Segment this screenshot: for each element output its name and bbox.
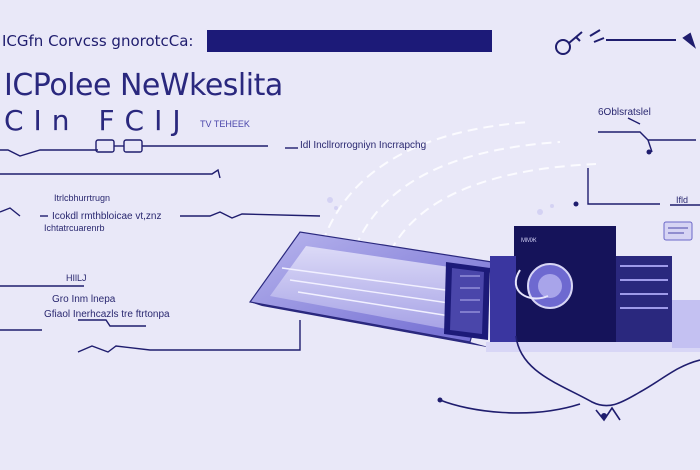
callout-3: Icokdl rmthbloicae vt,znz — [52, 211, 162, 222]
annotation-lines-left — [0, 139, 321, 353]
callout-1: Idl Incllrorrogniyn Incrrapchg — [300, 140, 427, 151]
banner-bar — [207, 30, 492, 52]
device-label: ММЖ — [521, 238, 537, 244]
headline-subtitle: CIn FCIJ — [4, 104, 191, 137]
connector-icon — [437, 397, 607, 419]
callout-4: Ichtatrcuarenrb — [44, 223, 105, 233]
key-icon — [555, 29, 697, 55]
annotation-lines-right — [587, 117, 700, 206]
small-card-icon — [663, 221, 693, 241]
callout-5: HIlLJ — [66, 273, 87, 283]
headline-title: ICPolee NeWkeslita — [4, 68, 283, 103]
tag-right-top: 6Oblsratslel — [598, 107, 651, 118]
dial-knob — [514, 263, 573, 309]
header-banner: ICGfn Corvcss gnorotcCa: — [0, 30, 492, 52]
callout-7: Gfiaol Inerhcazls tre ftrtonpa — [44, 309, 170, 320]
callout-2: Itrlcbhurrtrugn — [54, 193, 111, 203]
tag-mid: TV TEHEEK — [200, 119, 250, 129]
connector-icon — [573, 149, 652, 207]
tag-right: Ifld — [676, 195, 689, 205]
bottom-cable — [439, 335, 700, 422]
banner-title: ICGfn Corvcss gnorotcCa: — [2, 32, 194, 50]
splatter — [327, 197, 554, 215]
callout-6: Gro Inm lnepa — [52, 294, 116, 305]
scanner-device — [248, 231, 493, 348]
light-trails — [317, 121, 597, 267]
